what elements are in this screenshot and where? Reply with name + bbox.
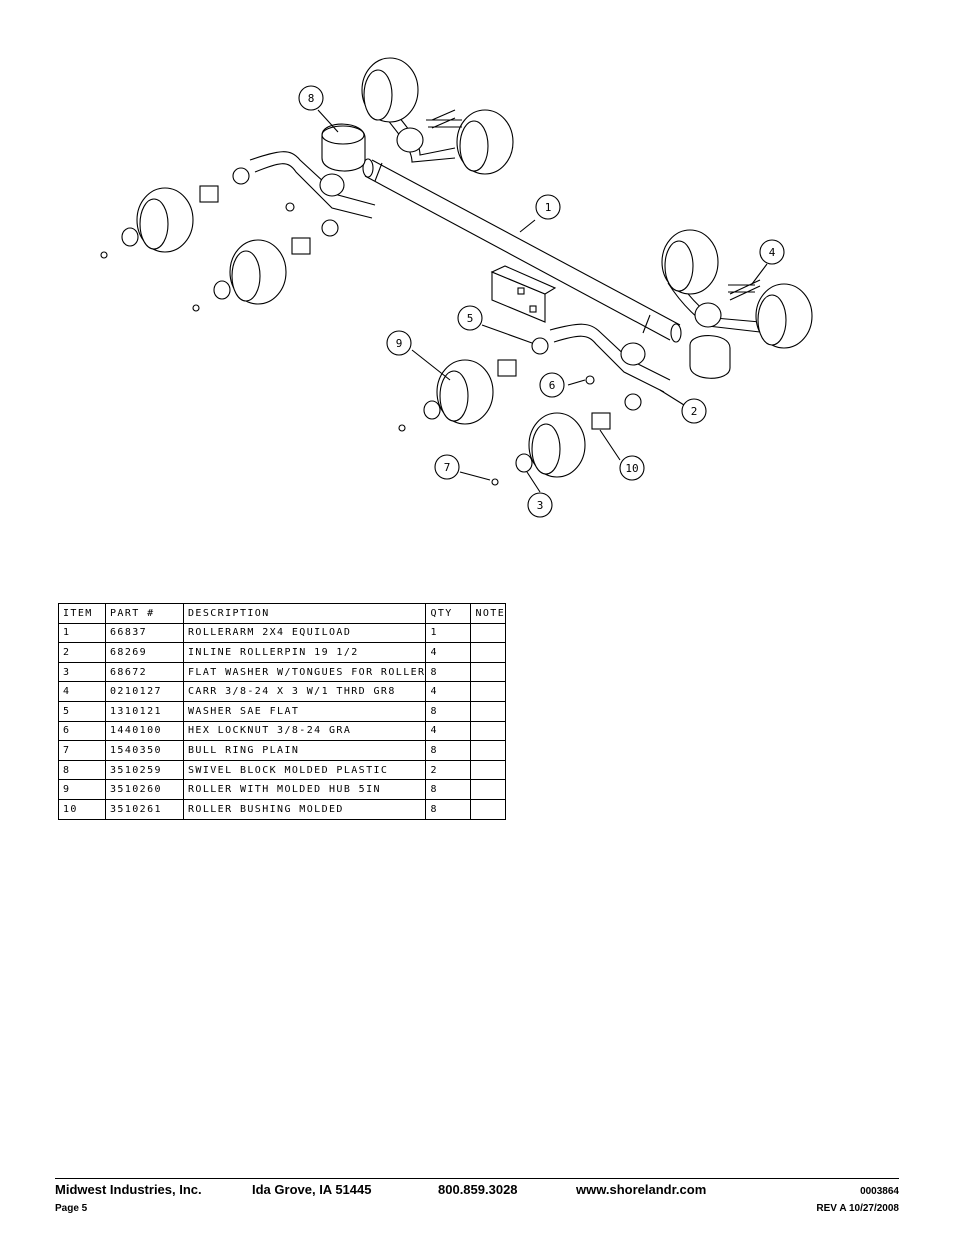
part-number-cell: 68269	[105, 642, 184, 663]
callout-6: 6	[549, 379, 556, 392]
roller-arm-tube	[362, 158, 682, 343]
header-qty: QTY	[425, 603, 472, 624]
callout-10: 10	[625, 462, 638, 475]
item-cell: 1	[58, 622, 106, 644]
part-number-cell: 1540350	[105, 740, 184, 761]
callout-2: 2	[691, 405, 698, 418]
footer-doc-number: 0003864	[860, 1186, 899, 1197]
part-number-cell: 1310121	[105, 700, 184, 722]
description-cell: ROLLERARM 2X4 EQUILOAD	[182, 622, 427, 644]
footer-city: Ida Grove, IA 51445	[252, 1182, 372, 1197]
callout-balloons	[298, 85, 785, 518]
header-description: DESCRIPTION	[182, 603, 427, 624]
item-cell: 3	[58, 661, 106, 683]
part-number-cell: 3510261	[105, 798, 184, 820]
part-number-cell: 3510260	[105, 779, 184, 800]
note-cell	[470, 798, 507, 820]
roller-assembly-top	[361, 57, 514, 175]
footer-phone: 800.859.3028	[438, 1182, 518, 1197]
item-cell: 10	[58, 798, 106, 820]
part-number-cell: 66837	[105, 622, 184, 644]
qty-cell: 4	[425, 642, 472, 663]
carriage-bolts	[431, 109, 761, 301]
callout-3: 3	[537, 499, 544, 512]
qty-cell: 2	[425, 759, 472, 781]
item-cell: 5	[58, 700, 106, 722]
callout-4: 4	[769, 246, 776, 259]
part-number-cell: 3510259	[105, 759, 184, 781]
part-number-cell: 0210127	[105, 681, 184, 702]
item-cell: 6	[58, 720, 106, 742]
description-cell: HEX LOCKNUT 3/8-24 GRA	[182, 720, 427, 742]
exploded-parts-diagram: 1 2 3 4 5 6 7 8 9 10	[100, 57, 813, 518]
footer-company: Midwest Industries, Inc.	[55, 1182, 202, 1197]
item-cell: 2	[58, 642, 106, 663]
footer-website: www.shorelandr.com	[576, 1182, 707, 1197]
qty-cell: 8	[425, 661, 472, 683]
description-cell: INLINE ROLLERPIN 19 1/2	[182, 642, 427, 663]
header-item: ITEM	[58, 603, 106, 624]
swivel-block-top	[321, 123, 366, 172]
note-cell	[470, 779, 507, 800]
part-number-cell: 1440100	[105, 720, 184, 742]
part-number-cell: 68672	[105, 661, 184, 683]
description-cell: ROLLER BUSHING MOLDED	[182, 798, 427, 820]
roller-assembly-bottom	[398, 323, 671, 486]
description-cell: CARR 3/8-24 X 3 W/1 THRD GR8	[182, 681, 427, 702]
item-cell: 9	[58, 779, 106, 800]
qty-cell: 8	[425, 779, 472, 800]
footer-revision: REV A 10/27/2008	[816, 1203, 899, 1214]
description-cell: FLAT WASHER W/TONGUES FOR ROLLER	[182, 661, 427, 683]
qty-cell: 8	[425, 740, 472, 761]
item-cell: 7	[58, 740, 106, 761]
item-cell: 4	[58, 681, 106, 702]
note-cell	[470, 759, 507, 781]
note-cell	[470, 642, 507, 663]
callout-1: 1	[545, 201, 552, 214]
callout-7: 7	[444, 461, 451, 474]
roller-assembly-left	[100, 151, 376, 312]
callout-numbers: 1 2 3 4 5 6 7 8 9 10	[308, 92, 776, 512]
description-cell: BULL RING PLAIN	[182, 740, 427, 761]
qty-cell: 8	[425, 798, 472, 820]
description-cell: WASHER SAE FLAT	[182, 700, 427, 722]
roller-assembly-right	[661, 229, 813, 379]
callout-8: 8	[308, 92, 315, 105]
item-cell: 8	[58, 759, 106, 781]
note-cell	[470, 622, 507, 644]
footer-rule	[55, 1178, 899, 1179]
callout-5: 5	[467, 312, 474, 325]
qty-cell: 1	[425, 622, 472, 644]
mounting-bracket	[490, 265, 557, 323]
note-cell	[470, 661, 507, 683]
qty-cell: 8	[425, 700, 472, 722]
note-cell	[470, 681, 507, 702]
header-note: NOTE	[470, 603, 507, 624]
callout-leaders	[317, 109, 768, 493]
footer-page: Page 5	[55, 1203, 88, 1214]
description-cell: ROLLER WITH MOLDED HUB 5IN	[182, 779, 427, 800]
note-cell	[470, 740, 507, 761]
qty-cell: 4	[425, 720, 472, 742]
parts-table-header: ITEM PART # DESCRIPTION QTY NOTE	[58, 603, 507, 624]
qty-cell: 4	[425, 681, 472, 702]
description-cell: SWIVEL BLOCK MOLDED PLASTIC	[182, 759, 427, 781]
note-cell	[470, 720, 507, 742]
header-part-number: PART #	[105, 603, 184, 624]
note-cell	[470, 700, 507, 722]
callout-9: 9	[396, 337, 403, 350]
